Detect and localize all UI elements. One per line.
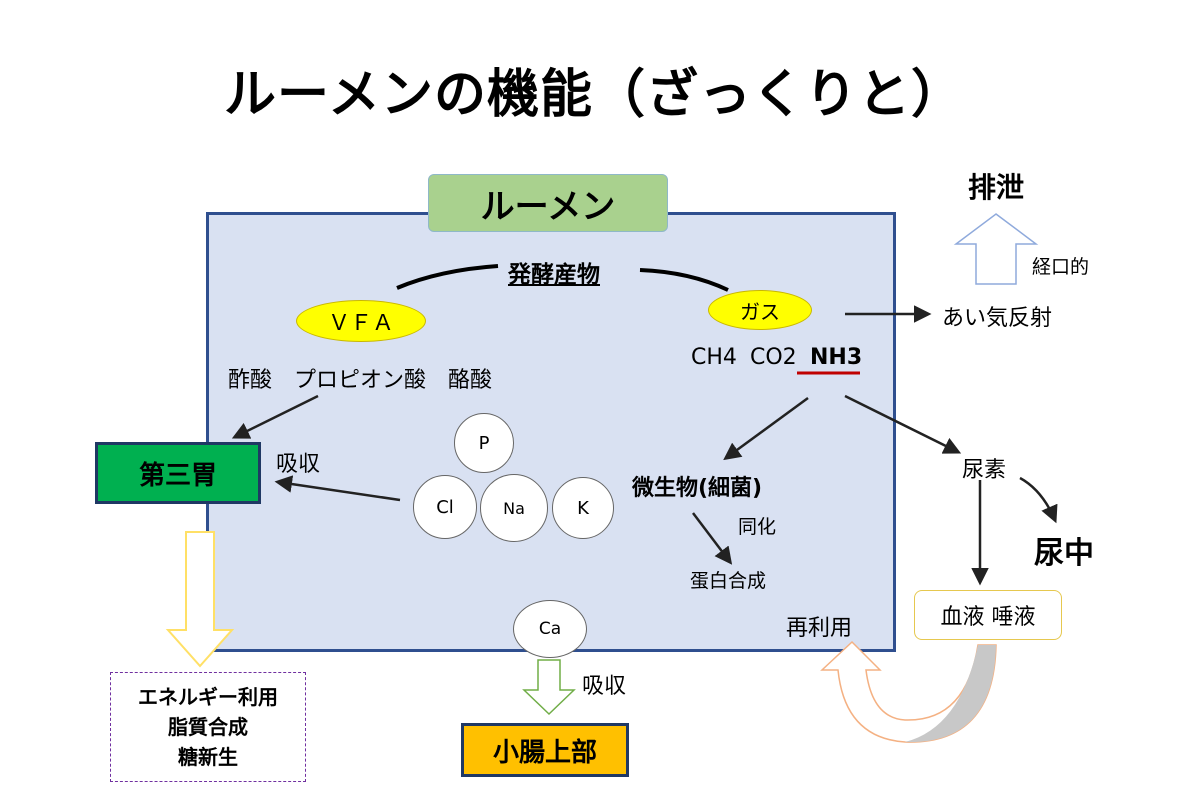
eructation-label: あい気反射 — [942, 306, 1053, 331]
omasum-box: 第三胃 — [95, 442, 261, 504]
microbes-label: 微生物(細菌) — [632, 476, 763, 501]
ca-down-arrow — [522, 659, 576, 716]
urine-label: 尿中 — [1034, 536, 1094, 571]
protein-synthesis-label: 蛋白合成 — [690, 570, 767, 592]
mineral-na: Na — [480, 474, 548, 542]
small-intestine-box: 小腸上部 — [461, 723, 629, 777]
arrow-nh3-to-microbes — [723, 396, 809, 461]
energy-line-2: 脂質合成 — [168, 715, 248, 739]
mineral-k: K — [552, 477, 614, 539]
urea-label: 尿素 — [962, 458, 1007, 483]
mineral-ca: Ca — [513, 600, 587, 658]
ferment-curve-left — [396, 264, 499, 290]
energy-line-1: エネルギー利用 — [138, 685, 278, 709]
excretion-label: 排泄 — [968, 171, 1025, 204]
arrow-minerals-to-omasum — [274, 475, 401, 502]
gas-ellipse: ガス — [708, 290, 812, 330]
gas-ch4: CH4 — [691, 345, 737, 370]
mineral-p: P — [454, 413, 514, 473]
gas-nh3: NH3 — [810, 345, 863, 370]
gas-co2: CO2 — [750, 345, 797, 370]
energy-use-box: エネルギー利用 脂質合成 糖新生 — [110, 672, 306, 782]
arrow-urea-to-urine — [1019, 476, 1058, 524]
assimilation-label: 同化 — [738, 516, 777, 538]
energy-line-3: 糖新生 — [178, 745, 238, 769]
excretion-oral-label: 経口的 — [1032, 256, 1090, 278]
absorption-label-omasum: 吸収 — [276, 452, 321, 477]
rumen-label: ルーメン — [428, 174, 668, 232]
reuse-label: 再利用 — [786, 616, 853, 641]
arrow-microbes-to-protein — [692, 512, 733, 565]
arrow-nh3-to-urea — [844, 394, 962, 454]
excretion-arrow — [953, 213, 1039, 285]
omasum-down-arrow — [165, 531, 235, 668]
page-title: ルーメンの機能（ざっくりと） — [224, 65, 964, 125]
rumen-box — [206, 212, 896, 652]
reuse-curve-shade — [905, 645, 996, 743]
absorption-label-intestine: 吸収 — [582, 674, 627, 699]
mineral-cl: Cl — [413, 475, 477, 539]
arrow-vfa-to-omasum — [231, 394, 319, 439]
vfa-ellipse: ＶＦＡ — [296, 300, 426, 342]
fermentation-label: 発酵産物 — [508, 262, 600, 288]
ferment-curve-right — [639, 268, 729, 292]
vfa-acids: 酢酸 プロピオン酸 酪酸 — [228, 368, 493, 393]
blood-saliva-box: 血液 唾液 — [914, 590, 1062, 640]
